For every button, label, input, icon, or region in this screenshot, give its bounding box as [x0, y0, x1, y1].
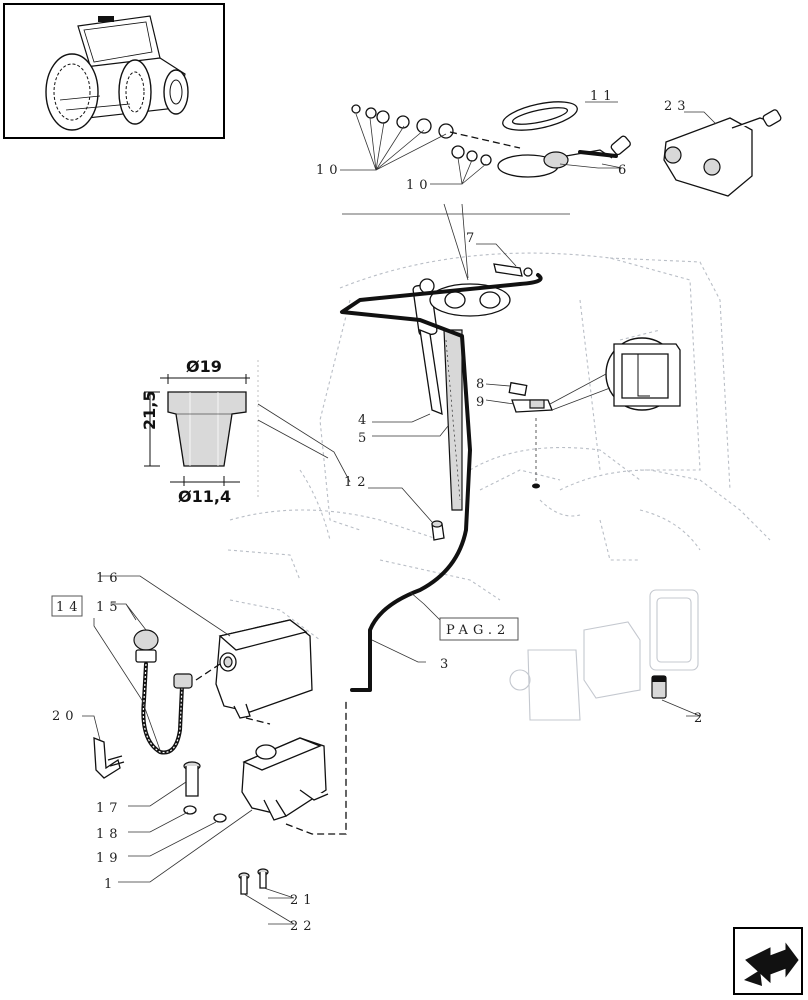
callout-11: 11 — [590, 89, 617, 104]
callout-7: 7 — [466, 231, 479, 246]
page-reference-box[interactable] — [439, 617, 519, 641]
callout-21: 21 — [290, 893, 317, 908]
washer-reservoir-part — [241, 700, 347, 835]
callout-6: 6 — [618, 163, 631, 178]
tractor-thumbnail-icon — [3, 3, 225, 139]
callout-19: 19 — [96, 851, 123, 866]
callout-3: 3 — [440, 657, 453, 672]
rubber-grommet-part — [502, 101, 578, 131]
callout-5: 5 — [358, 431, 371, 446]
callout-17: 17 — [96, 801, 123, 816]
screws-part — [238, 868, 269, 895]
relay-part — [651, 675, 667, 699]
callout-16: 16 — [96, 571, 123, 586]
callout-10-left: 10 — [316, 163, 343, 178]
washers-group — [351, 104, 521, 166]
dimension-bottom-diameter: Ø11,4 — [178, 487, 231, 506]
nozzle-part — [431, 520, 445, 541]
washer-tank-part — [215, 619, 313, 725]
callout-18: 18 — [96, 827, 123, 842]
callout-1: 1 — [104, 877, 117, 892]
page-reference-label[interactable]: PAG.2 — [446, 623, 510, 638]
callout-23: 23 — [664, 99, 691, 114]
dimension-height: 21,5 — [140, 391, 159, 430]
leader-lines — [82, 101, 717, 925]
switch-detail-icon — [549, 337, 681, 411]
switch-assembly-part — [497, 135, 631, 178]
dimension-top-diameter: Ø19 — [186, 357, 222, 376]
next-page-arrow-icon[interactable] — [733, 927, 803, 995]
callout-15: 15 — [96, 600, 123, 615]
callout-20: 20 — [52, 709, 79, 724]
grommet-dimension-drawing — [144, 360, 259, 500]
cab-ghost-outline — [227, 252, 771, 641]
tank-cap-hose-part — [133, 629, 221, 755]
ghost-components — [509, 589, 699, 721]
callout-2: 2 — [694, 711, 707, 726]
callout-8: 8 — [476, 377, 489, 392]
bracket-part — [93, 737, 125, 779]
washer-hose — [340, 273, 543, 692]
bolt-part — [183, 761, 227, 823]
callout-14-box — [51, 595, 83, 617]
callout-9: 9 — [476, 395, 489, 410]
wiper-motor-mount-part — [429, 263, 533, 317]
callout-10-right: 10 — [406, 178, 433, 193]
wiper-arm-blade-part — [412, 278, 463, 511]
rear-wiper-motor-part — [663, 109, 782, 197]
callout-14: 14 — [56, 600, 83, 615]
callout-4: 4 — [358, 413, 371, 428]
callout-12: 12 — [344, 475, 371, 490]
callout-22: 22 — [290, 919, 317, 934]
